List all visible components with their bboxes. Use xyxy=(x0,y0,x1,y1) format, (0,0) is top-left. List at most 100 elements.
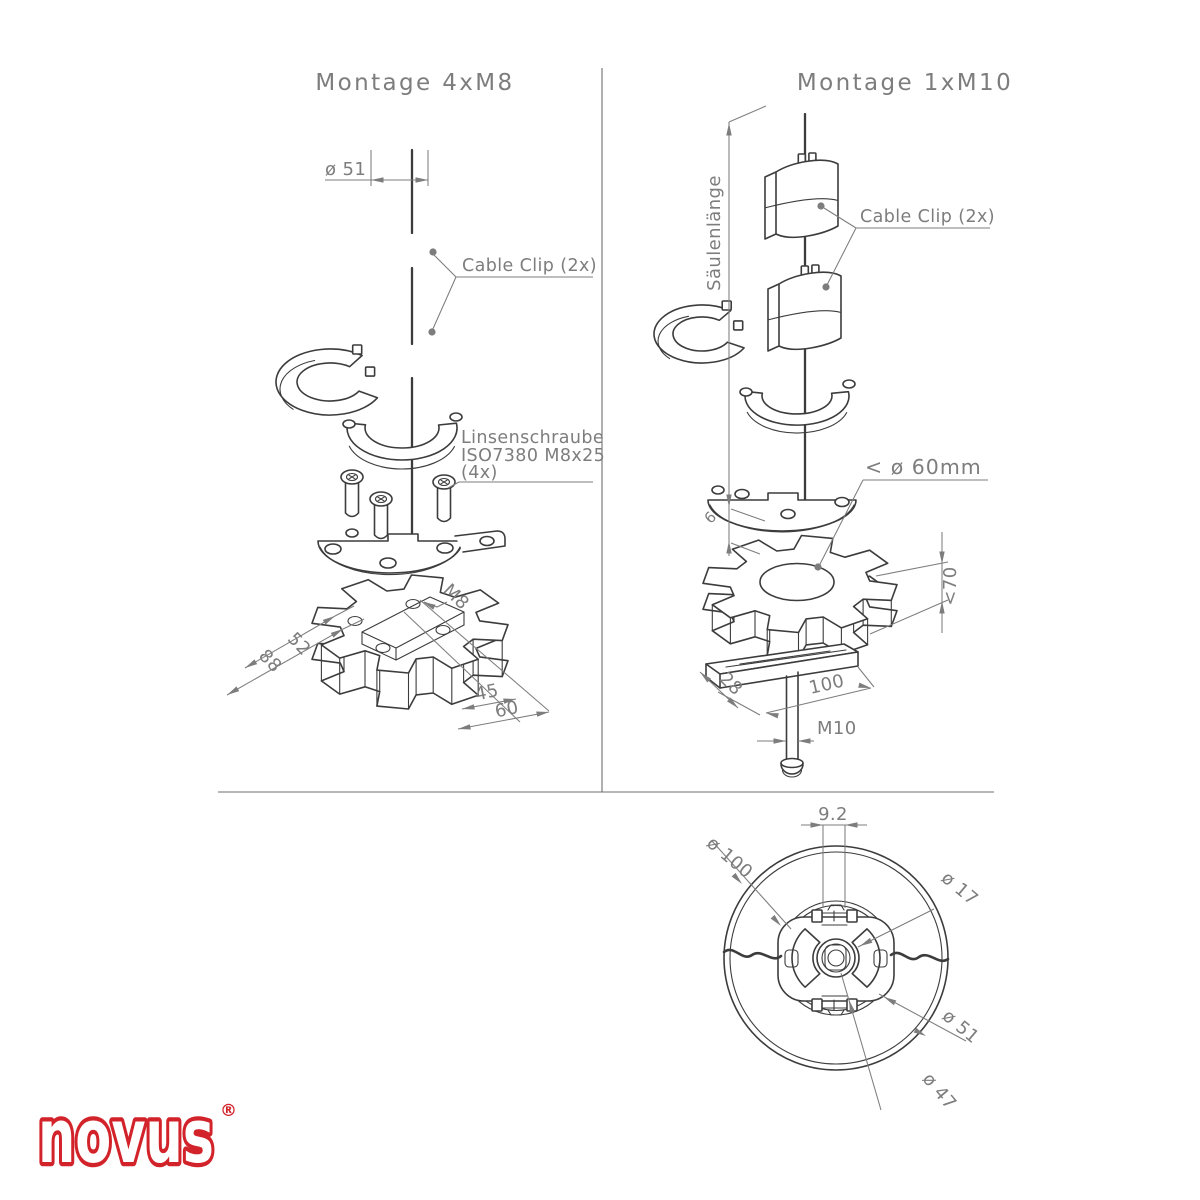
screw-shaft xyxy=(373,502,389,540)
screw-drive xyxy=(374,494,388,504)
dim-100-label: 100 xyxy=(807,670,846,698)
dimension-arrow xyxy=(798,738,811,744)
dimension-arrow xyxy=(849,1000,855,1013)
side-slot-left xyxy=(784,949,799,968)
disc-hole xyxy=(436,542,454,554)
half-disc-thickness xyxy=(709,504,855,533)
drawing-stroke xyxy=(431,276,457,332)
column-length-label: Säulenlänge xyxy=(704,175,725,291)
saddle-tab-hole xyxy=(739,387,753,397)
star-plate-left-top xyxy=(311,574,509,674)
clamp-kidney-left xyxy=(791,928,821,988)
left-exploded-assembly xyxy=(275,148,509,710)
half-disc-thickness xyxy=(319,546,461,576)
saddle-tab-hole xyxy=(842,379,856,389)
left-cable-clip-label: Cable Clip (2x) xyxy=(462,256,597,276)
leader-dot xyxy=(822,283,830,291)
drawing-stroke xyxy=(403,611,521,723)
screw-drive xyxy=(345,472,359,482)
m8-hole xyxy=(435,624,451,636)
c-shell-latch xyxy=(721,300,733,311)
through-hole xyxy=(759,562,835,602)
c-shell-latch xyxy=(351,344,363,355)
screw-cross xyxy=(348,474,356,480)
bolt-head xyxy=(780,763,804,775)
screw-cross xyxy=(440,479,448,485)
dimension-arrow xyxy=(845,822,858,828)
clip-midline xyxy=(767,310,842,321)
dimension-arrow xyxy=(322,616,335,625)
bottom-dimension-lines xyxy=(711,822,967,1111)
c-shell xyxy=(275,348,379,416)
arc-line xyxy=(746,411,848,434)
drawing-stroke xyxy=(244,615,336,669)
drawing-stroke xyxy=(342,618,365,630)
base-inner-rim xyxy=(729,851,943,1065)
leader-dot xyxy=(814,563,822,571)
drawing-stroke xyxy=(818,479,864,567)
left-title: Montage 4xM8 xyxy=(315,70,514,96)
rail-slot xyxy=(739,650,831,665)
dim-52-label: 52 xyxy=(283,628,315,660)
break-line-right xyxy=(889,951,950,962)
dim-60-label: 60 xyxy=(493,697,521,722)
m8-hole xyxy=(347,615,363,627)
panel-dividers xyxy=(218,68,994,793)
drawing-stroke xyxy=(457,711,550,730)
bolt-head-top xyxy=(780,757,804,769)
dimension-arrow xyxy=(773,738,786,744)
arc-line xyxy=(657,315,690,360)
dimension-arrow xyxy=(726,123,732,136)
dimension-arrow xyxy=(503,698,516,704)
dimension-arrow xyxy=(939,551,945,564)
dimension-arrow xyxy=(860,937,873,946)
screw-label-line1: Linsenschraube xyxy=(461,428,604,448)
dim-9-2-label: 9.2 xyxy=(818,804,848,825)
registered-trademark-icon: ® xyxy=(220,1101,237,1121)
right-exploded-assembly xyxy=(653,112,898,778)
dimension-arrow xyxy=(245,659,258,668)
bottom-plan-view xyxy=(722,845,950,1071)
novus-logo-text: novus xyxy=(38,1094,214,1180)
c-shell xyxy=(653,304,745,364)
screw-label-line3: (4x) xyxy=(461,463,498,483)
screw-drive xyxy=(437,477,451,487)
bolt-head-rim xyxy=(781,769,803,778)
disc-hole xyxy=(324,543,342,555)
drawing-stroke xyxy=(419,599,550,712)
screw-shaft xyxy=(344,480,360,518)
dimension-arrow xyxy=(766,713,779,719)
clip-front xyxy=(775,159,839,239)
m10-label: M10 xyxy=(817,718,857,739)
drawing-stroke xyxy=(875,561,949,577)
clip-lip xyxy=(827,1009,845,1016)
clip-midline xyxy=(764,198,839,209)
dimension-arrow xyxy=(371,177,384,183)
c-shell-latch xyxy=(732,320,744,331)
dim-88-label: 88 xyxy=(254,645,286,677)
disc-hole xyxy=(734,488,750,500)
saddle-ring xyxy=(346,422,458,461)
break-line-left xyxy=(722,948,783,960)
dimension-arrow xyxy=(462,704,475,710)
dia-17-label: ø 17 xyxy=(937,867,982,910)
star-plate-right-top xyxy=(702,534,898,634)
clamp-kidney-right xyxy=(851,928,881,988)
left-dia51-label: ø 51 xyxy=(325,159,366,180)
drawing-stroke xyxy=(857,666,875,688)
dimension-arrow xyxy=(536,711,549,717)
drawing-stroke xyxy=(869,599,949,635)
arc-line xyxy=(279,359,316,410)
drawing-stroke xyxy=(823,207,857,229)
right-cable-clip-label: Cable Clip (2x) xyxy=(860,207,995,227)
dimension-arrow xyxy=(458,724,471,730)
right-dimension-lines xyxy=(699,105,990,744)
leader-dot xyxy=(429,248,437,256)
dia-51-label: ø 51 xyxy=(938,1005,983,1048)
left-dimension-lines xyxy=(226,150,593,730)
clip-front xyxy=(778,271,842,351)
drawing-stroke xyxy=(840,972,882,1111)
hub-bore xyxy=(827,949,845,967)
dimension-arrow xyxy=(423,602,436,610)
